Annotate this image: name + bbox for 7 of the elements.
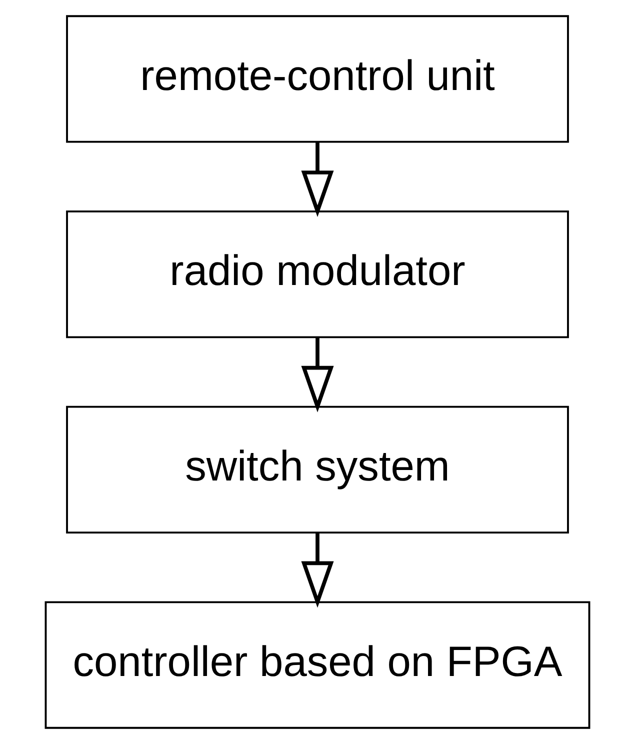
node-box: controller based on FPGA [44, 601, 590, 729]
node-box: remote-control unit [66, 15, 569, 143]
node-box: radio modulator [66, 210, 569, 338]
arrow [301, 532, 334, 608]
node-box: switch system [66, 406, 569, 534]
arrow [301, 142, 334, 218]
arrow [301, 337, 334, 412]
